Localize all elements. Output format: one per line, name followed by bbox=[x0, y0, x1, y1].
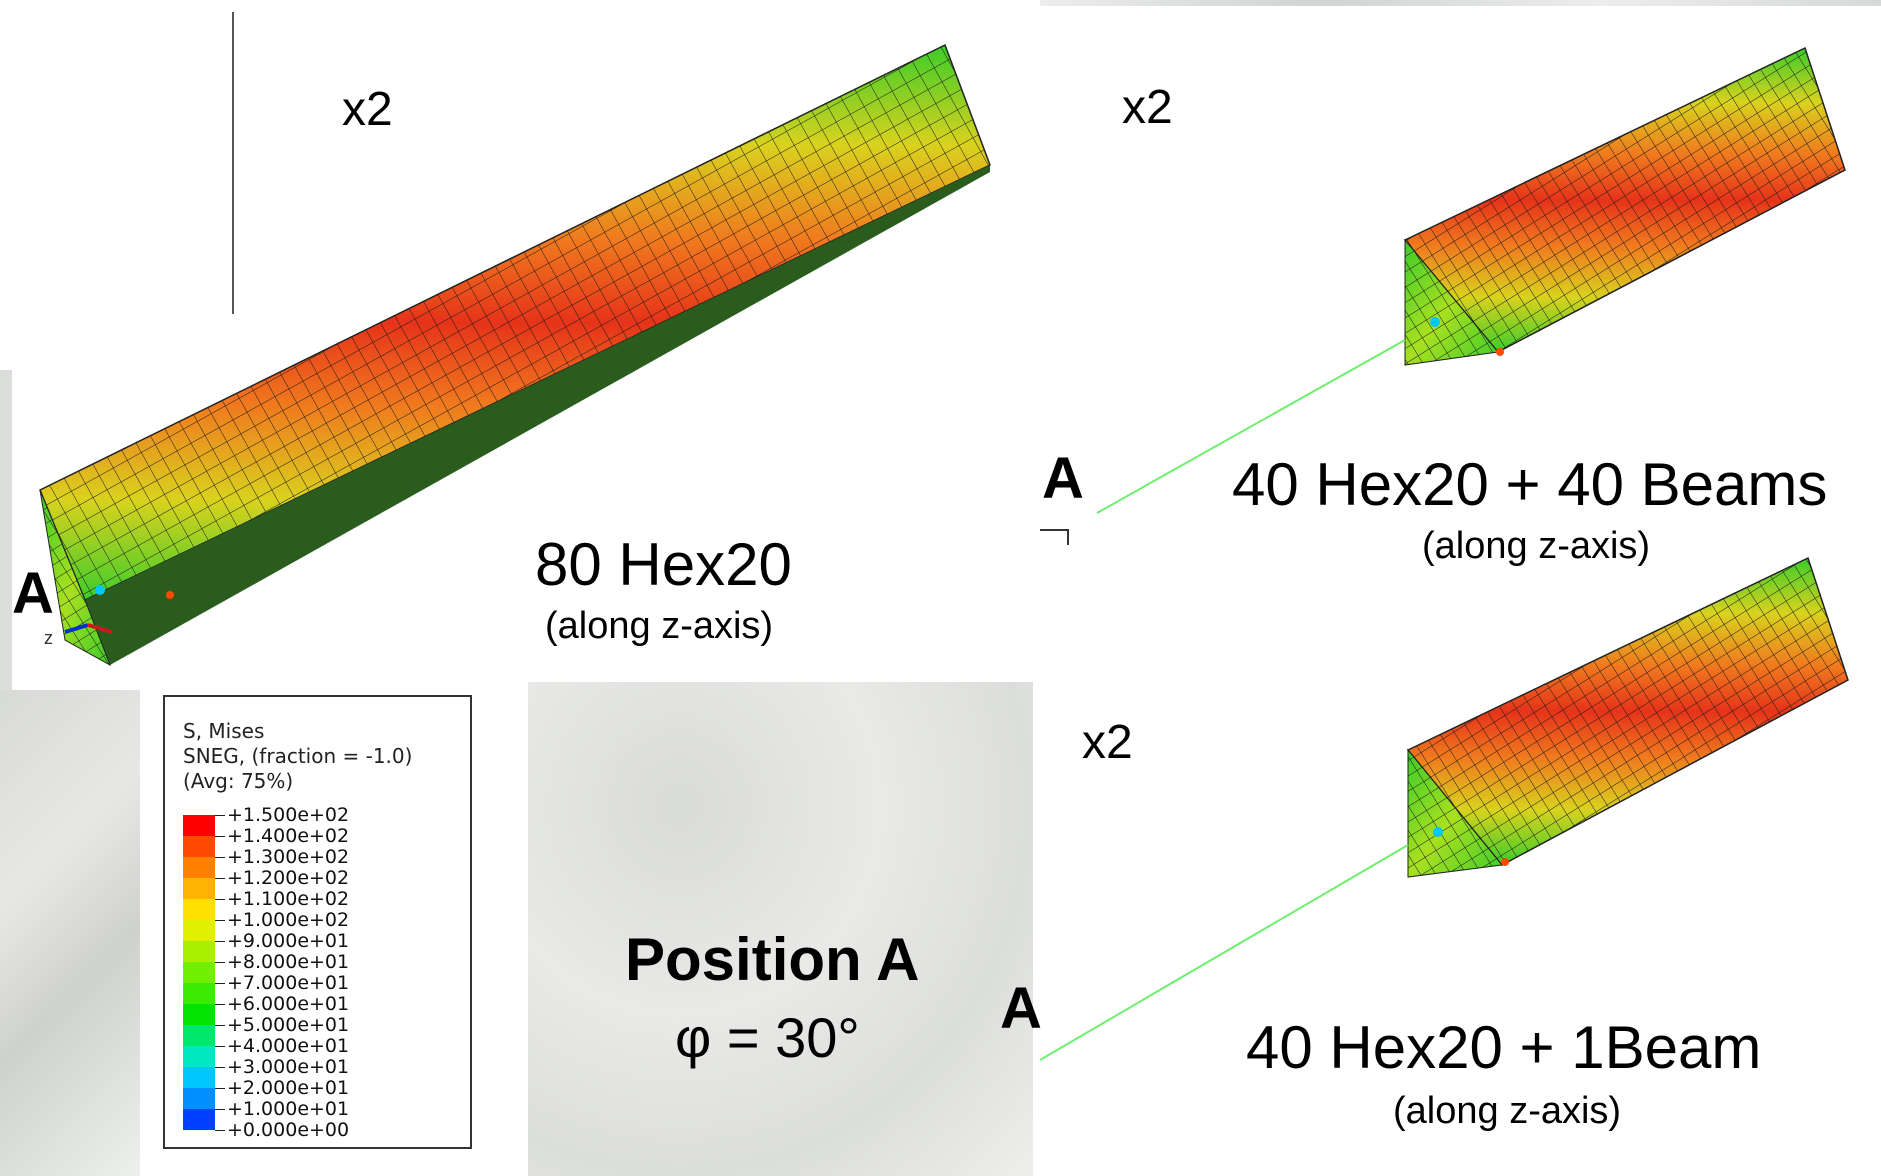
stress-legend: S, Mises SNEG, (fraction = -1.0) (Avg: 7… bbox=[163, 695, 472, 1149]
legend-swatch bbox=[183, 983, 215, 1004]
legend-swatch bbox=[183, 899, 215, 920]
model-80-hex20 bbox=[39, 43, 991, 667]
point-a-label-3: A bbox=[1000, 976, 1042, 1041]
legend-tick-label: +2.000e+01 bbox=[227, 1077, 350, 1099]
scale-label-2: x2 bbox=[1122, 81, 1173, 134]
scale-label-3: x2 bbox=[1082, 716, 1133, 769]
background-photo-center bbox=[528, 682, 1033, 1176]
legend-tick-mark bbox=[215, 920, 225, 921]
point-a-label-1: A bbox=[12, 561, 54, 626]
position-title: Position A bbox=[625, 926, 920, 993]
model-40-hex20-1beam bbox=[1039, 556, 1849, 1061]
legend-tick-label: +6.000e+01 bbox=[227, 993, 350, 1015]
position-angle: φ = 30° bbox=[675, 1006, 860, 1069]
scale-label-1: x2 bbox=[342, 83, 393, 136]
legend-tick-mark bbox=[215, 857, 225, 858]
legend-swatch bbox=[183, 1025, 215, 1046]
background-photo-edge bbox=[0, 370, 12, 690]
legend-tick-mark bbox=[215, 1130, 225, 1131]
axis-triad bbox=[64, 623, 113, 634]
model2-subtitle: (along z-axis) bbox=[1422, 525, 1651, 567]
legend-swatch bbox=[183, 1004, 215, 1025]
legend-swatch bbox=[183, 815, 215, 836]
legend-tick-mark bbox=[215, 1067, 225, 1068]
model1-mesh bbox=[40, 45, 990, 600]
background-photo-top bbox=[1040, 0, 1881, 6]
legend-swatch bbox=[183, 962, 215, 983]
legend-title: S, Mises bbox=[183, 719, 265, 743]
legend-avg: (Avg: 75%) bbox=[183, 769, 294, 793]
model1-subtitle: (along z-axis) bbox=[545, 605, 774, 647]
legend-tick-label: +7.000e+01 bbox=[227, 972, 350, 994]
legend-tick-label: +1.400e+02 bbox=[227, 825, 350, 847]
axis-z-label: z bbox=[44, 628, 53, 648]
legend-tick-label: +9.000e+01 bbox=[227, 930, 350, 952]
legend-tick-label: +1.000e+01 bbox=[227, 1098, 350, 1120]
model3-title: 40 Hex20 + 1Beam bbox=[1246, 1014, 1762, 1081]
legend-tick-label: +1.300e+02 bbox=[227, 846, 350, 868]
legend-tick-mark bbox=[215, 941, 225, 942]
legend-tick-mark bbox=[215, 962, 225, 963]
legend-tick-label: +1.000e+02 bbox=[227, 909, 350, 931]
model3-subtitle: (along z-axis) bbox=[1393, 1090, 1622, 1132]
legend-tick-label: +8.000e+01 bbox=[227, 951, 350, 973]
model1-hotspot-red bbox=[166, 591, 174, 599]
legend-swatch bbox=[183, 941, 215, 962]
legend-tick-mark bbox=[215, 983, 225, 984]
legend-tick-label: +4.000e+01 bbox=[227, 1035, 350, 1057]
legend-tick-label: +0.000e+00 bbox=[227, 1119, 350, 1141]
legend-tick-mark bbox=[215, 815, 225, 816]
model3-beam-line bbox=[1039, 844, 1409, 1061]
vertical-divider bbox=[232, 12, 234, 314]
model1-side-face bbox=[85, 165, 990, 665]
legend-tick-label: +5.000e+01 bbox=[227, 1014, 350, 1036]
legend-swatch bbox=[183, 878, 215, 899]
legend-swatch bbox=[183, 1067, 215, 1088]
legend-swatch bbox=[183, 920, 215, 941]
legend-tick-label: +1.100e+02 bbox=[227, 888, 350, 910]
legend-swatch bbox=[183, 1109, 215, 1130]
legend-tick-label: +1.200e+02 bbox=[227, 867, 350, 889]
legend-tick-label: +1.500e+02 bbox=[227, 804, 350, 826]
model2-title: 40 Hex20 + 40 Beams bbox=[1232, 451, 1828, 518]
background-photo-left bbox=[0, 690, 140, 1176]
model-40-hex20-40-beams bbox=[1096, 46, 1846, 514]
model1-hotspot-blue bbox=[95, 585, 105, 595]
legend-swatch bbox=[183, 836, 215, 857]
legend-tick-mark bbox=[215, 878, 225, 879]
legend-tick-mark bbox=[215, 1025, 225, 1026]
legend-tick-mark bbox=[215, 1004, 225, 1005]
legend-tick-mark bbox=[215, 1046, 225, 1047]
legend-tick-label: +3.000e+01 bbox=[227, 1056, 350, 1078]
model2-beam-line bbox=[1096, 339, 1406, 514]
legend-tick-mark bbox=[215, 1088, 225, 1089]
legend-swatch bbox=[183, 1046, 215, 1067]
legend-color-bar bbox=[183, 815, 215, 1130]
legend-tick-mark bbox=[215, 1109, 225, 1110]
legend-subtitle: SNEG, (fraction = -1.0) bbox=[183, 744, 413, 768]
legend-swatch bbox=[183, 1088, 215, 1109]
corner-mark bbox=[1040, 529, 1069, 545]
legend-swatch bbox=[183, 857, 215, 878]
model1-title: 80 Hex20 bbox=[535, 531, 792, 598]
legend-tick-mark bbox=[215, 836, 225, 837]
legend-tick-mark bbox=[215, 899, 225, 900]
point-a-label-2: A bbox=[1042, 446, 1084, 511]
